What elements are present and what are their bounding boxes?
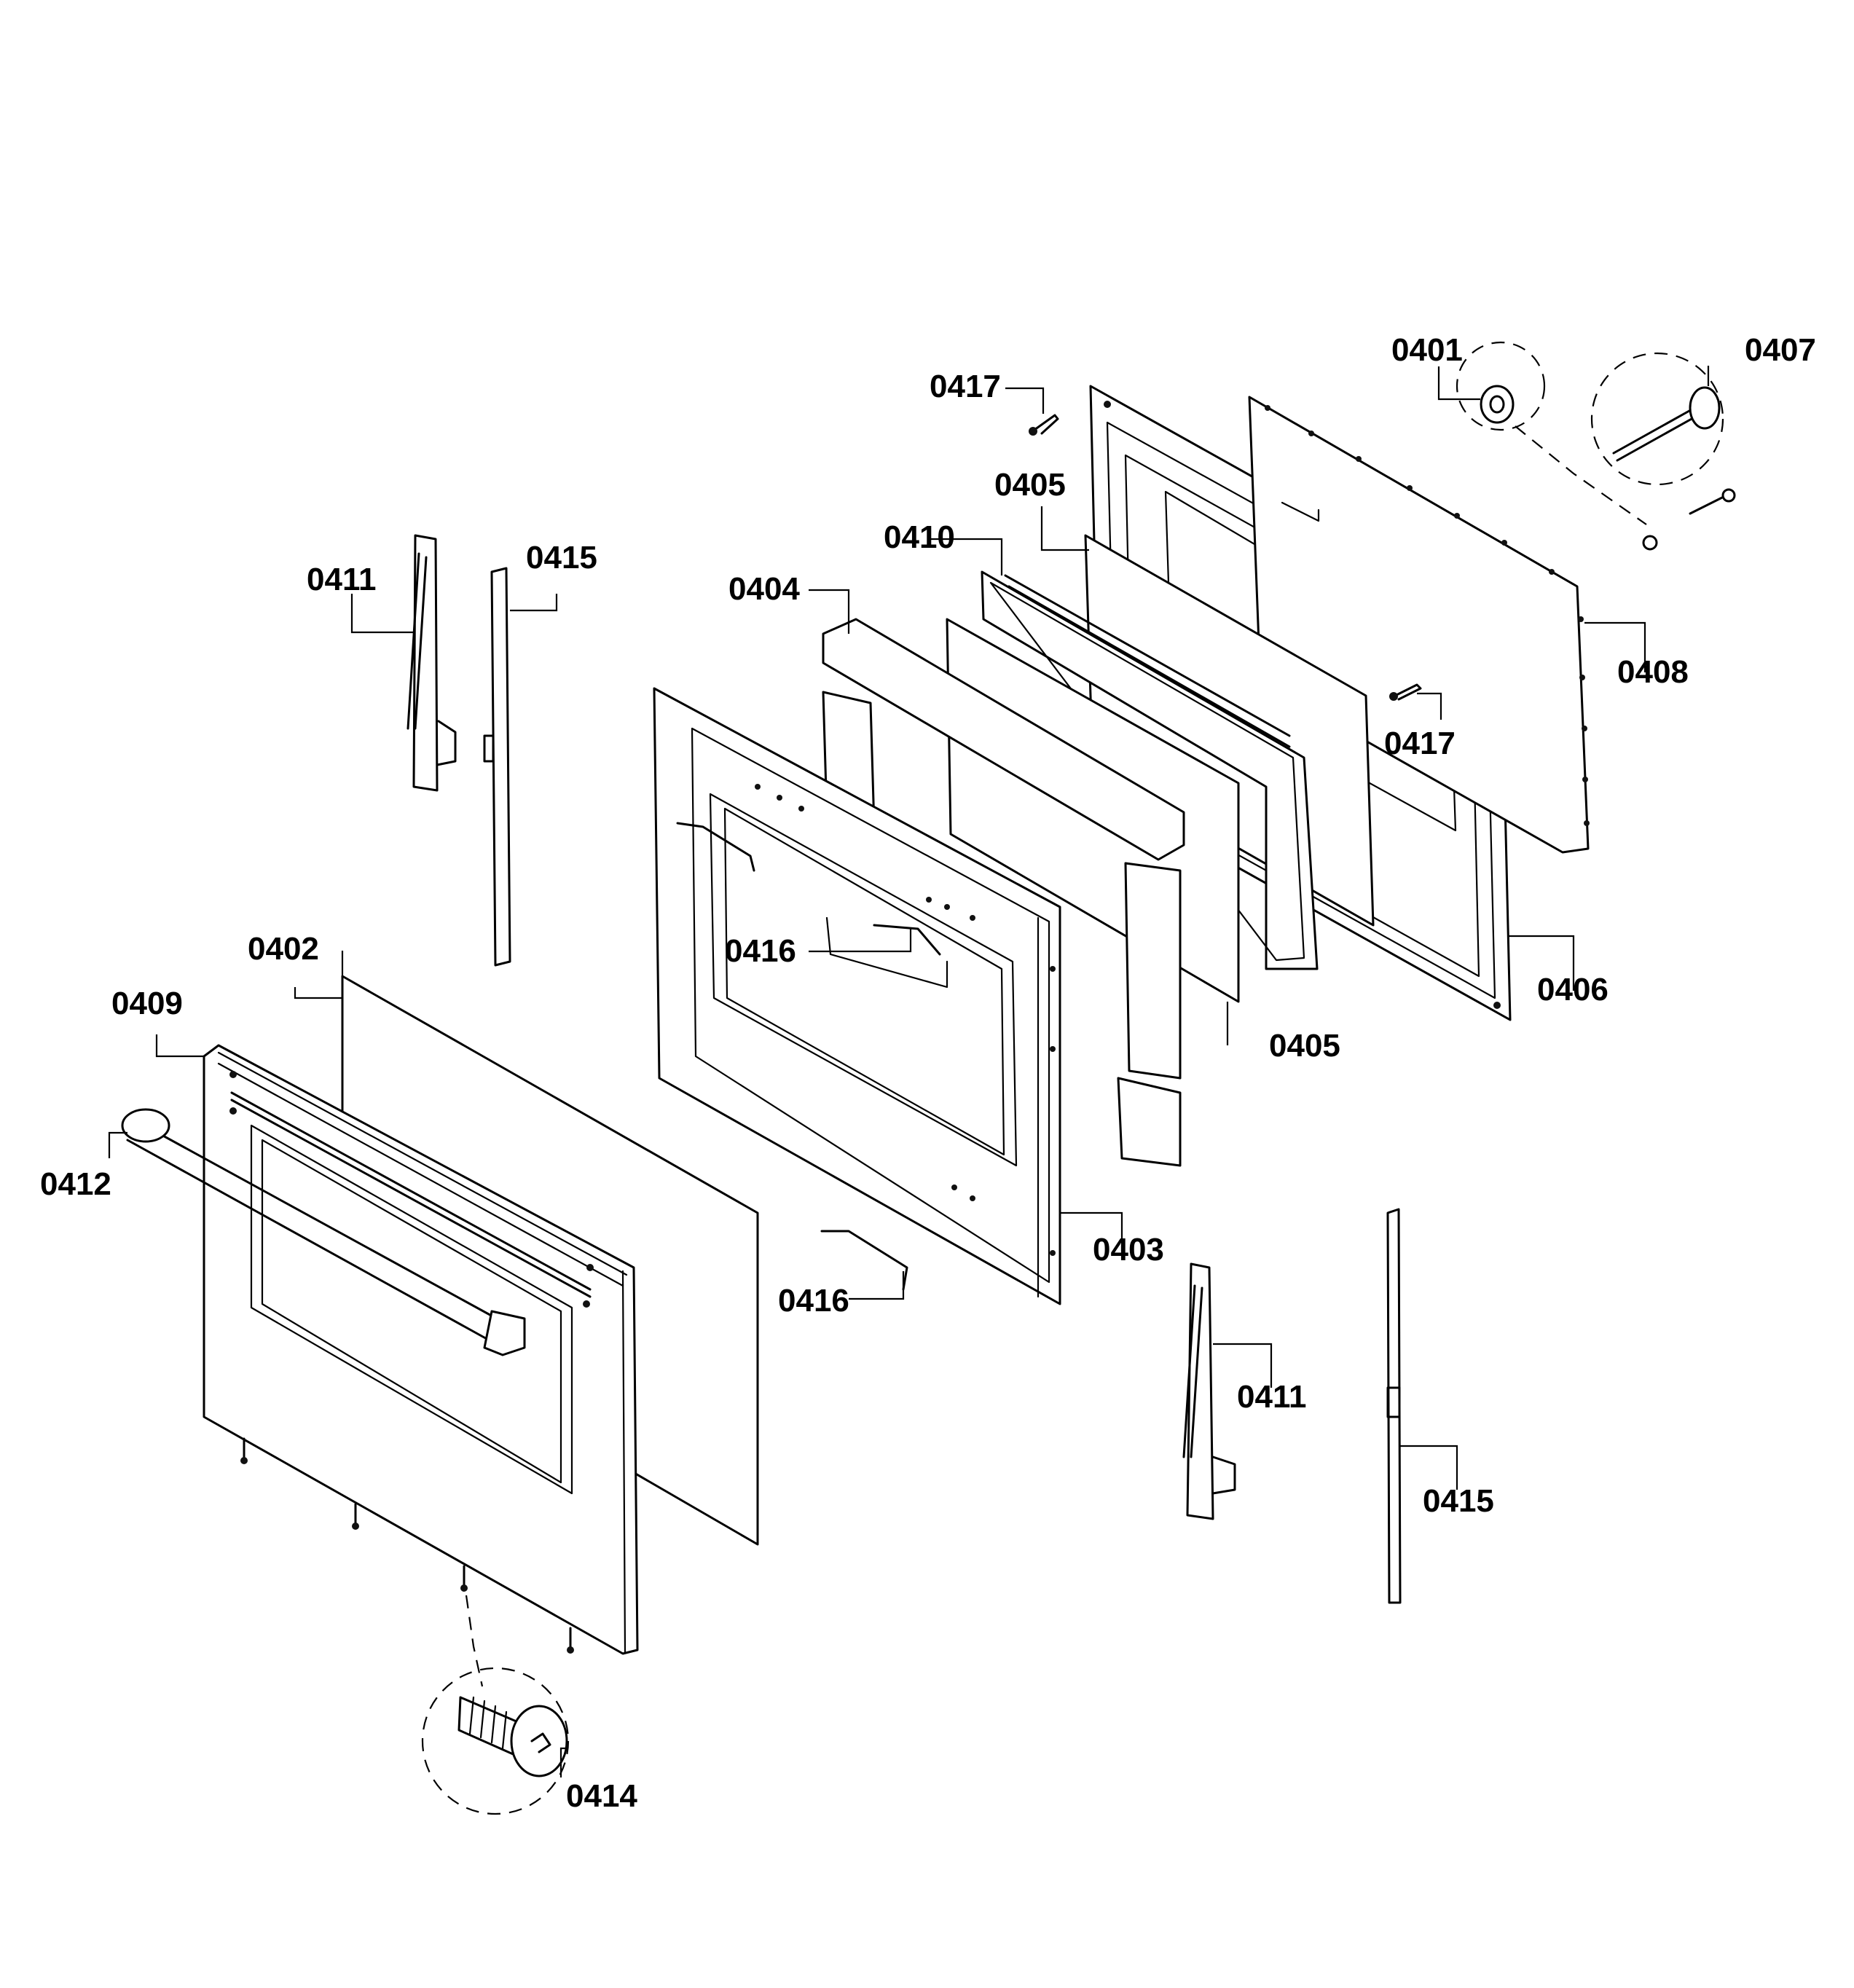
label-0411-right: 0411 <box>1237 1379 1306 1415</box>
part-0415-side-trim-left <box>483 567 511 967</box>
leader-lines <box>108 366 1710 1777</box>
part-0401-washer <box>1456 341 1658 551</box>
label-0401: 0401 <box>1391 332 1463 368</box>
label-0411-left: 0411 <box>307 562 376 597</box>
part-0411-hinge-left <box>406 534 457 792</box>
part-0416-bracket-upper <box>676 822 941 956</box>
label-0412: 0412 <box>40 1166 111 1202</box>
part-0416-bracket-lower <box>820 1230 908 1291</box>
part-0407-bolt <box>1590 352 1736 515</box>
part-door-bottom-screws <box>240 1437 574 1654</box>
label-0406: 0406 <box>1537 972 1608 1007</box>
label-0414: 0414 <box>566 1778 637 1814</box>
label-0408: 0408 <box>1617 654 1689 690</box>
part-0412-handle <box>121 1108 526 1356</box>
label-0416-lower: 0416 <box>778 1283 849 1319</box>
part-0411-hinge-right <box>1182 1262 1236 1520</box>
part-0409-outer-door-panel <box>203 1044 639 1655</box>
part-0415-side-trim-right <box>1386 1208 1402 1604</box>
label-0405-upper: 0405 <box>994 467 1066 503</box>
part-0403-inner-door-frame <box>653 687 1061 1305</box>
label-0407: 0407 <box>1745 332 1816 368</box>
label-0415-right: 0415 <box>1423 1483 1494 1519</box>
label-0404: 0404 <box>728 571 800 607</box>
label-0403: 0403 <box>1093 1232 1164 1268</box>
label-0402: 0402 <box>248 931 319 967</box>
part-0417-screw-upper <box>1029 414 1059 436</box>
label-0409: 0409 <box>111 986 183 1021</box>
part-0417-screw-lower <box>1389 683 1422 701</box>
label-0410: 0410 <box>884 519 955 555</box>
label-0417-upper: 0417 <box>930 369 1001 404</box>
part-0414-screw-detail <box>421 1595 570 1815</box>
label-0416-upper: 0416 <box>725 933 796 969</box>
label-0417-lower: 0417 <box>1384 726 1456 761</box>
label-0415-left: 0415 <box>526 540 597 575</box>
label-0405-lower: 0405 <box>1269 1028 1340 1064</box>
